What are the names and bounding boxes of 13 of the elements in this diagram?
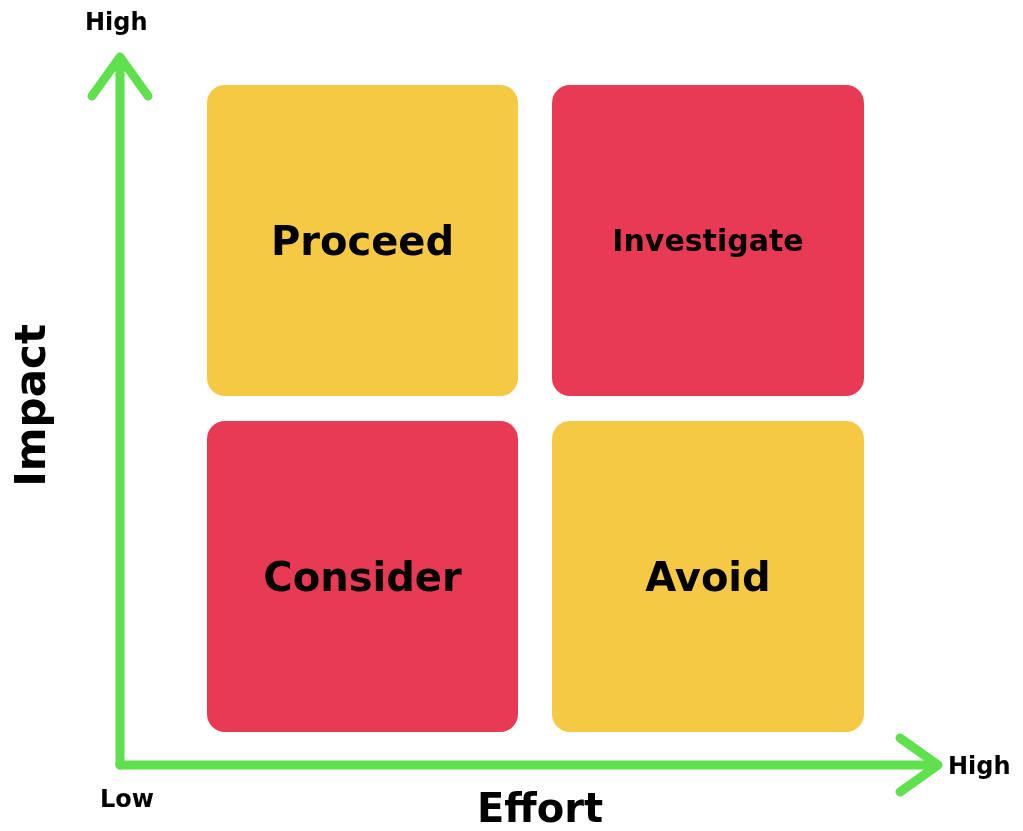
quadrant-card [207,85,518,396]
quadrant-label: Investigate [612,223,804,258]
axis-end-label: High [948,752,1011,780]
quadrant-card [207,421,518,732]
quadrant-card [552,85,864,396]
axis-title: Impact [5,323,55,487]
axis-end-label: High [85,8,148,36]
axis-title: Effort [476,785,604,831]
quadrant-label: Avoid [645,553,771,600]
quadrant-card [552,421,864,732]
quadrant-label: Consider [263,553,462,600]
quadrant-label: Proceed [270,217,455,264]
axis-end-label: Low [100,785,154,813]
